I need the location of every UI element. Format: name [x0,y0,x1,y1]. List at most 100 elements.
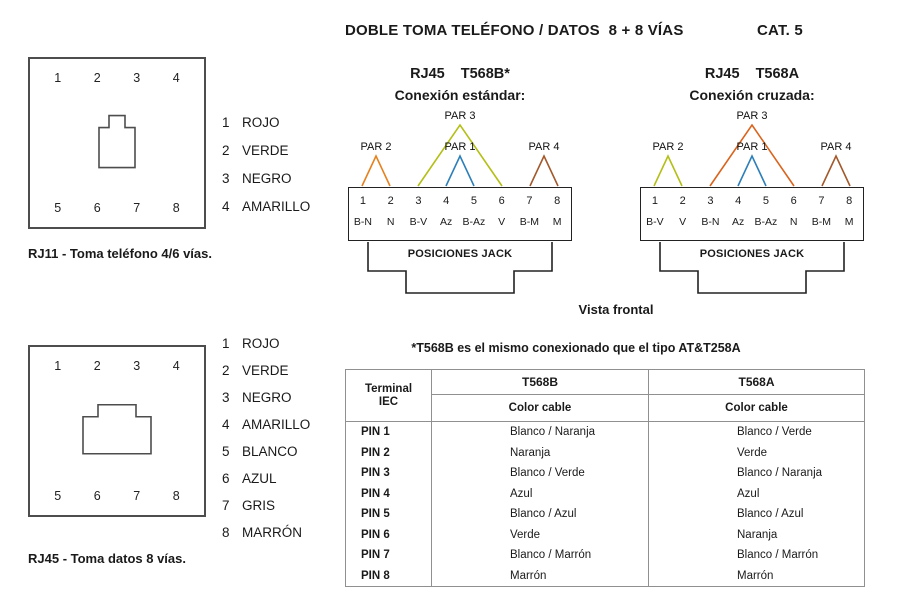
legend-color: GRIS [242,498,276,513]
pin-number: 6 [93,489,101,503]
pin-number: 1 [359,195,366,207]
legend-number: 2 [222,142,230,158]
category-label: CAT. 5 [757,22,803,39]
t568a-color-cell: Marrón [648,565,864,586]
t568a-wire-codes: B-V V B-N Az B-Az N B-M M [641,216,863,228]
t568a-color-cell: Blanco / Azul [648,504,864,525]
pin-number: 8 [172,201,180,215]
rj11-caption: RJ11 - Toma teléfono 4/6 vías. [28,246,212,261]
t568b-color-cell: Verde [510,528,541,541]
legend-color: VERDE [242,363,289,378]
standard-name: T568B* [460,66,510,82]
t568a-color-cell: Azul [648,483,864,504]
t568a-color-cell: Naranja [648,524,864,545]
t568b-column-header: T568B Color cable [432,370,648,421]
pin-number: 4 [443,195,450,207]
t568b-wire-codes: B-N N B-V Az B-Az V B-M M [349,216,571,228]
par3-bracket [417,123,503,187]
t568a-jack-front: POSICIONES JACK [640,241,864,301]
t568b-pin-numbers: 1 2 3 4 5 6 7 8 [349,195,571,207]
pin-cell: PIN 2 [346,442,432,463]
t568b-color-cell: Blanco / Azul [510,508,577,520]
table-row: PIN 5 Blanco / Azul Blanco / Azul [346,504,864,525]
pin-number: 2 [387,195,394,207]
wire-code: B-N [353,216,372,228]
legend-number: 4 [222,417,230,432]
par1-bracket [445,154,475,187]
pin-number: 6 [93,201,101,215]
page-title: DOBLE TOMA TELÉFONO / DATOS 8 + 8 VÍAS [345,22,684,39]
pin-cell: PIN 6 [346,524,432,545]
pin-number: 6 [498,195,505,207]
rj11-top-pin-row: 1 2 3 4 [38,71,196,85]
pin-number: 3 [415,195,422,207]
par4-bracket [821,154,851,187]
rj11-bottom-pin-row: 5 6 7 8 [38,201,196,215]
wire-code: N [386,216,395,228]
pin-number: 1 [651,195,658,207]
wire-code: B-N [701,216,720,228]
pin-cell: PIN 4 [346,483,432,504]
legend-number: 1 [222,336,230,351]
wire-code: Az [439,216,453,228]
table-row: PIN 8 Marrón Marrón [346,565,864,586]
legend-number: 2 [222,363,230,378]
pin-number: 5 [762,195,769,207]
legend-number: 3 [222,390,230,405]
pin-number: 7 [526,195,533,207]
pin-number: 3 [707,195,714,207]
table-row: PIN 6 Verde Naranja [346,524,864,545]
pin-number: 6 [790,195,797,207]
legend-color: AMARILLO [242,198,311,214]
column-title: T568B [432,370,648,395]
par4-label: PAR 4 [821,141,852,153]
t568a-pin-box: 1 2 3 4 5 6 7 8 B-V V B-N Az B-Az N B-M … [640,187,864,241]
legend-color: AMARILLO [242,417,311,432]
legend-number: 7 [222,498,230,513]
pin-number: 5 [54,489,62,503]
rj45-top-pin-row: 1 2 3 4 [38,359,196,373]
par4-bracket [529,154,559,187]
t568b-color-cell: Azul [510,487,533,500]
wire-code: B-Az [754,216,778,228]
pin-number: 5 [470,195,477,207]
pin-number: 2 [679,195,686,207]
t568a-connection-type: Conexión cruzada: [689,87,815,103]
t568b-color-cell: Naranja [510,446,551,459]
t568a-pin-numbers: 1 2 3 4 5 6 7 8 [641,195,863,207]
pin-number: 7 [133,489,141,503]
par4-label: PAR 4 [529,141,560,153]
pin-number: 4 [735,195,742,207]
legend-number: 8 [222,525,230,540]
wire-code: V [679,216,687,228]
table-row: PIN 4 Azul Azul [346,483,864,504]
t568b-color-cell: Blanco / Verde [510,467,585,479]
pin-number: 2 [93,71,101,85]
legend-number: 6 [222,471,230,486]
par1-label: PAR 1 [737,141,768,153]
t568b-note: *T568B es el mismo conexionado que el ti… [411,341,741,355]
t568a-color-cell: Blanco / Marrón [648,545,864,566]
par2-bracket [361,154,391,187]
pin-number: 1 [54,71,62,85]
pin-number: 8 [846,195,853,207]
wire-code: B-V [409,216,428,228]
rj45-jack-icon [82,403,152,455]
pin-number: 7 [818,195,825,207]
pin-number: 4 [172,359,180,373]
par2-label: PAR 2 [653,141,684,153]
table-body: PIN 1 Blanco / Naranja Blanco / Verde PI… [346,422,864,586]
table-row: PIN 3 Blanco / Verde Blanco / Naranja [346,463,864,484]
rj11-jack-icon [98,114,136,169]
legend-number: 3 [222,170,230,186]
